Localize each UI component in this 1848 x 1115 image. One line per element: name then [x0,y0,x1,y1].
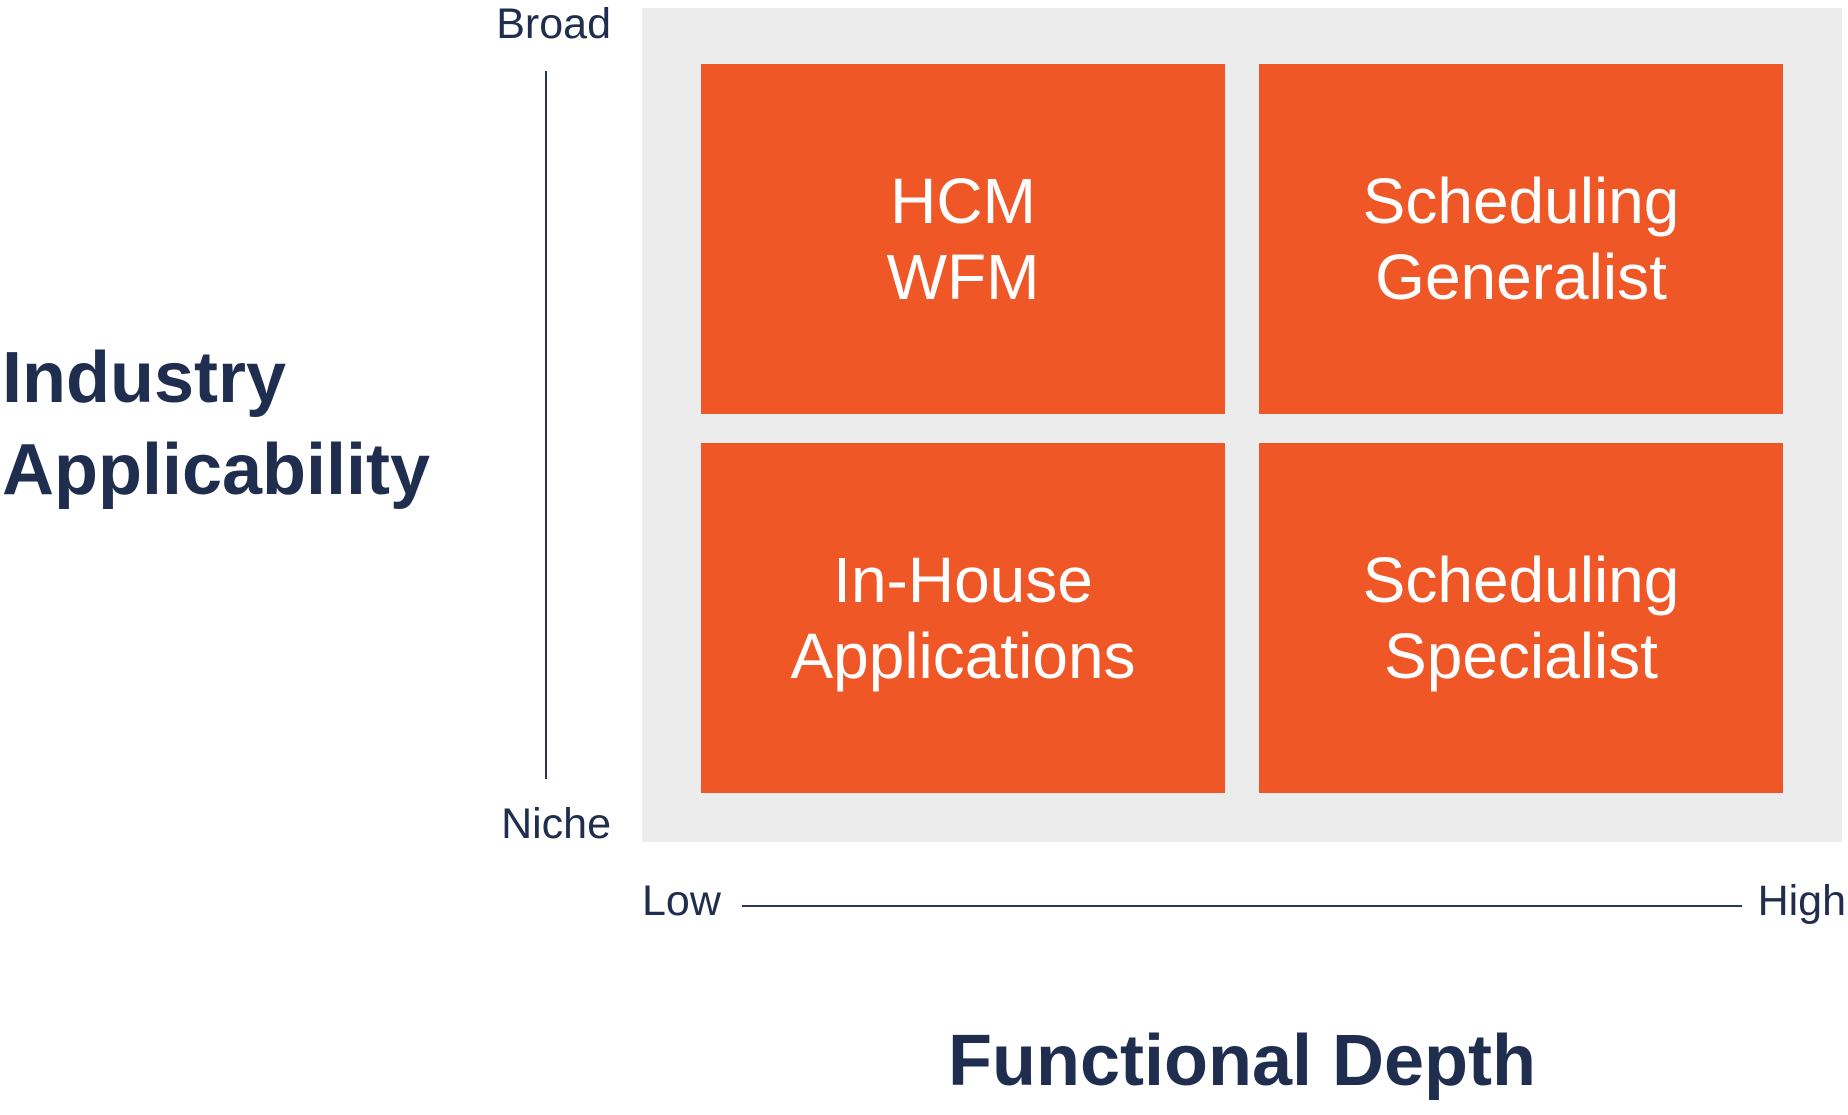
y-axis-bottom-label: Niche [501,800,611,848]
quadrant-label-line-2: Specialist [1384,620,1658,692]
y-axis-title-line-2: Applicability [2,430,431,510]
quadrant-label: Scheduling Specialist [1363,542,1680,694]
y-axis-top-label: Broad [496,0,611,48]
quadrant-label-line-1: In-House [833,544,1093,616]
quadrant-bottom-right: Scheduling Specialist [1259,443,1783,793]
x-axis-title: Functional Depth [948,1021,1536,1101]
quadrant-label: HCM WFM [887,163,1040,315]
y-axis-title-line-1: Industry [2,338,287,418]
y-axis-title: Industry Applicability [2,332,430,516]
x-axis-left-label: Low [642,877,721,925]
quadrant-label: Scheduling Generalist [1363,163,1680,315]
quadrant-bottom-left: In-House Applications [701,443,1225,793]
quadrant-label: In-House Applications [790,542,1135,694]
y-axis-line [545,71,547,779]
quadrant-label-line-2: WFM [886,241,1040,313]
quadrant-label-line-1: Scheduling [1362,165,1680,237]
quadrant-label-line-2: Generalist [1375,241,1667,313]
x-axis-right-label: High [1757,877,1846,925]
quadrant-label-line-1: Scheduling [1362,544,1680,616]
x-axis-line [742,905,1742,907]
quadrant-top-left: HCM WFM [701,64,1225,414]
quadrant-label-line-2: Applications [790,620,1136,692]
quadrant-top-right: Scheduling Generalist [1259,64,1783,414]
quadrant-label-line-1: HCM [890,165,1036,237]
